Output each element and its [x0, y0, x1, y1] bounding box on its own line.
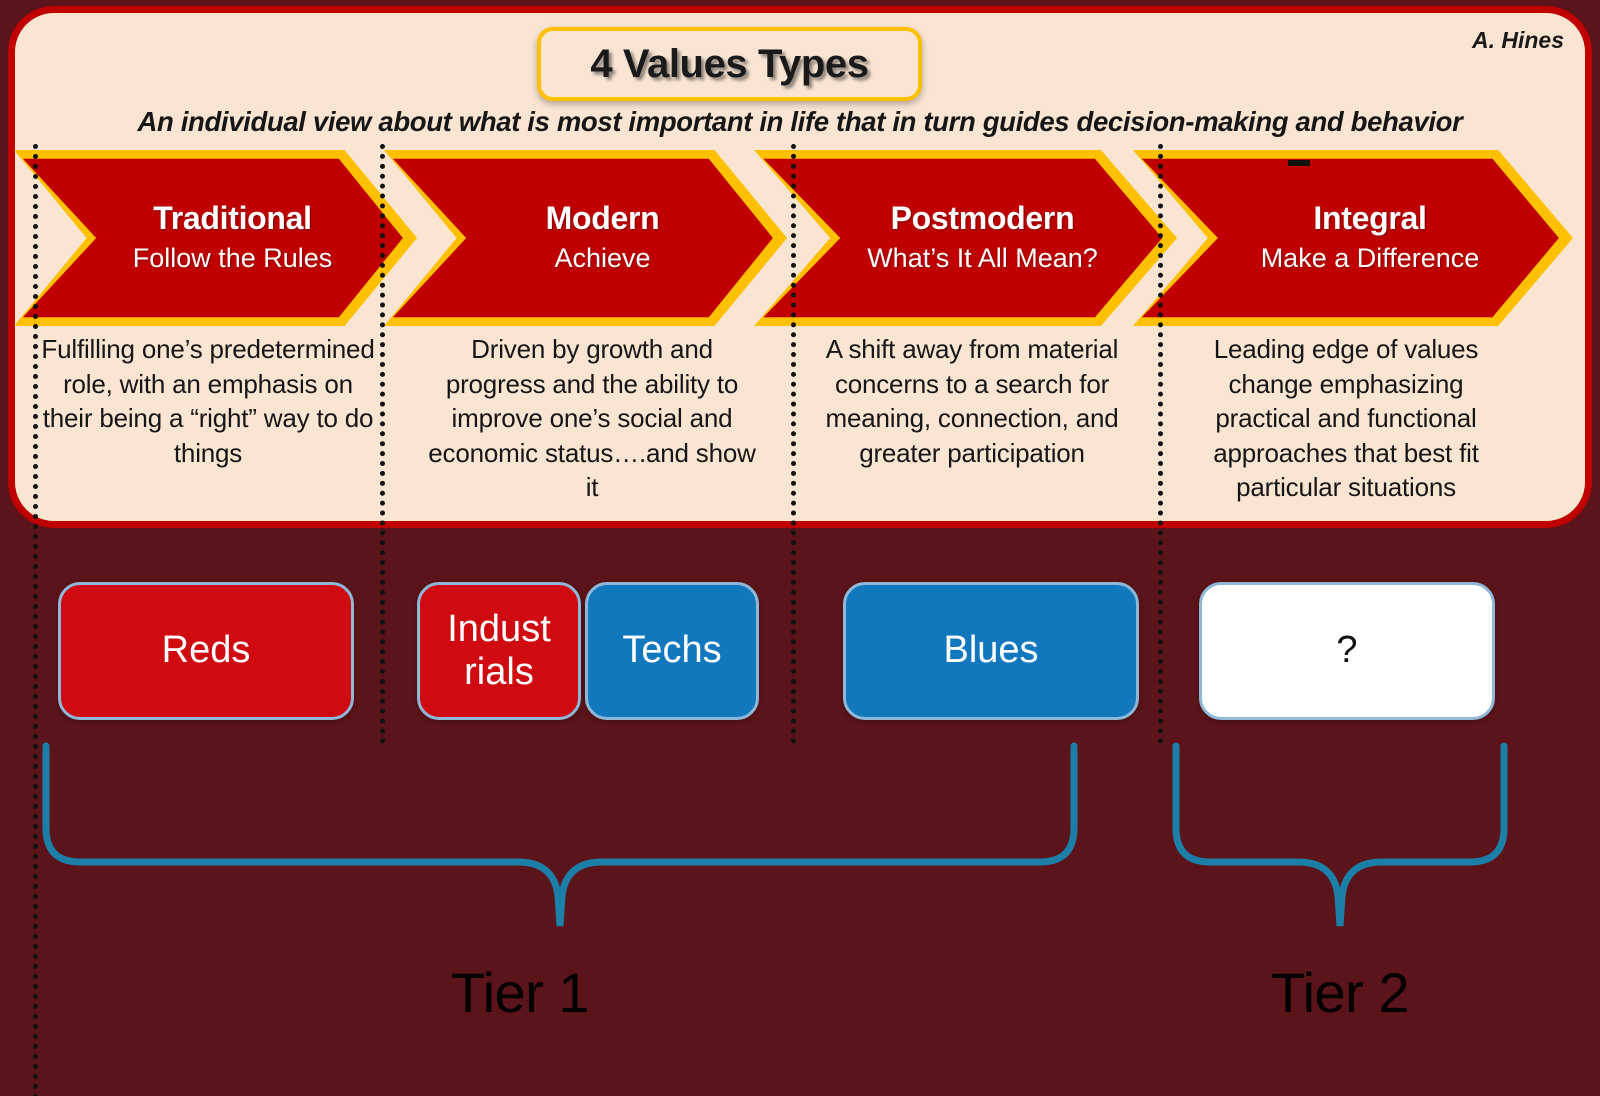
column-divider-3: [791, 144, 796, 744]
stage-name: Postmodern: [890, 199, 1075, 236]
stage-name: Modern: [545, 199, 660, 236]
stage-tagline: What’s It All Mean?: [867, 243, 1098, 274]
stage-name: Integral: [1313, 199, 1427, 236]
group-box-reds[interactable]: Reds: [58, 582, 354, 720]
page-title: 4 Values Types: [590, 41, 869, 86]
tier-2-brace: [1172, 742, 1508, 927]
stage-chevron-postmodern[interactable]: Postmodern What’s It All Mean?: [754, 150, 1177, 326]
chevron-label: Modern Achieve: [384, 150, 787, 326]
stage-tagline: Achieve: [554, 243, 651, 274]
group-box-blues[interactable]: Blues: [843, 582, 1139, 720]
group-box-industrials[interactable]: Indust rials: [417, 582, 581, 720]
stage-description-integral: Leading edge of values change emphasizin…: [1213, 334, 1479, 503]
stage-description-traditional: Fulfilling one’s predetermined role, wit…: [41, 334, 375, 468]
stage-tagline: Follow the Rules: [132, 243, 333, 274]
stage-chevron-integral[interactable]: Integral Make a Difference: [1133, 150, 1573, 326]
stage-description-modern: Driven by growth and progress and the ab…: [428, 334, 756, 503]
stray-dash-mark: [1288, 160, 1310, 166]
stage-name: Traditional: [153, 199, 312, 236]
chevron-label: Traditional Follow the Rules: [14, 150, 417, 326]
column-divider-2: [380, 144, 385, 744]
tier-1-brace: [42, 742, 1078, 927]
stage-description-postmodern: A shift away from material concerns to a…: [825, 334, 1119, 468]
stage-chevron-traditional[interactable]: Traditional Follow the Rules: [14, 150, 417, 326]
diagram-subtitle: An individual view about what is most im…: [137, 106, 1463, 137]
diagram-title-chip: 4 Values Types: [537, 27, 922, 101]
chevron-label: Integral Make a Difference: [1133, 150, 1573, 326]
tier-2-label: Tier 2: [1270, 961, 1410, 1024]
group-box-unknown[interactable]: ?: [1199, 582, 1495, 720]
stage-chevron-modern[interactable]: Modern Achieve: [384, 150, 787, 326]
chevron-label: Postmodern What’s It All Mean?: [754, 150, 1177, 326]
tier-1-label: Tier 1: [450, 961, 590, 1024]
group-box-techs[interactable]: Techs: [585, 582, 759, 720]
column-divider-1: [33, 144, 38, 1096]
author-byline: A. Hines: [1471, 27, 1564, 53]
column-divider-4: [1158, 144, 1163, 744]
stage-tagline: Make a Difference: [1260, 243, 1480, 274]
